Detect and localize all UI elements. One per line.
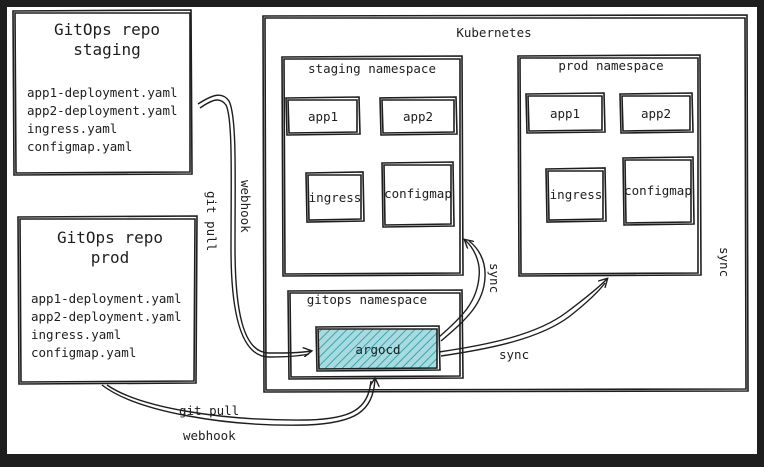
staging-app1-box: app1 <box>285 96 361 136</box>
edge-label-sync-staging: sync <box>487 263 502 293</box>
architecture-diagram: GitOps repo staging app1-deployment.yaml… <box>12 9 749 443</box>
prod-repo-box: GitOps repo prod app1-deployment.yaml ap… <box>17 215 198 385</box>
staging-configmap-box: configmap <box>381 161 455 228</box>
staging-file-3: configmap.yaml <box>27 139 132 154</box>
staging-ingress-box: ingress <box>305 171 365 223</box>
edge-staging-to-argocd-2 <box>199 99 310 358</box>
prod-configmap-label: configmap <box>624 183 692 198</box>
prod-ingress-box: ingress <box>545 167 607 223</box>
staging-app2-box: app2 <box>379 96 458 136</box>
argocd-box: argocd <box>315 325 441 372</box>
staging-ingress-label: ingress <box>309 190 362 205</box>
prod-namespace-title: prod namespace <box>558 58 663 73</box>
prod-app2-label: app2 <box>641 106 671 121</box>
prod-repo-title-line1: GitOps repo <box>57 228 163 247</box>
edge-prod-to-argocd-2 <box>106 380 372 421</box>
edge-argocd-to-staging-ns <box>438 240 480 338</box>
kubernetes-title: Kubernetes <box>456 25 531 40</box>
staging-file-1: app2-deployment.yaml <box>27 103 178 118</box>
edge-prod-to-argocd <box>101 379 375 426</box>
staging-namespace-title: staging namespace <box>308 61 436 76</box>
staging-repo-title-line1: GitOps repo <box>54 20 160 39</box>
argocd-label: argocd <box>355 342 400 357</box>
prod-ingress-label: ingress <box>550 187 603 202</box>
staging-namespace-box: staging namespace app1 app2 ingress conf… <box>281 55 464 277</box>
staging-configmap-label: configmap <box>384 186 452 201</box>
edge-argocd-to-prod-ns <box>438 279 607 353</box>
prod-file-2: ingress.yaml <box>31 327 121 342</box>
edge-argocd-to-prod-ns-2 <box>440 282 606 357</box>
gitops-namespace-box: gitops namespace argocd <box>287 289 464 380</box>
prod-file-3: configmap.yaml <box>31 345 136 360</box>
edge-label-git-pull-prod: git pull <box>179 403 239 418</box>
edge-argocd-to-staging-ns-2 <box>440 240 486 342</box>
prod-file-0: app1-deployment.yaml <box>31 291 182 306</box>
prod-app1-label: app1 <box>550 106 580 121</box>
prod-app2-box: app2 <box>619 92 694 134</box>
prod-repo-title-line2: prod <box>91 248 130 267</box>
prod-namespace-box: prod namespace app1 app2 ingress configm… <box>517 54 702 277</box>
kubernetes-cluster-box: Kubernetes <box>262 14 749 393</box>
edge-label-webhook-staging: webhook <box>238 180 253 233</box>
edge-label-sync-right: sync <box>717 247 732 277</box>
staging-file-2: ingress.yaml <box>27 121 117 136</box>
gitops-namespace-title: gitops namespace <box>307 292 427 307</box>
edge-staging-to-argocd <box>197 94 311 353</box>
prod-file-1: app2-deployment.yaml <box>31 309 182 324</box>
staging-repo-title-line2: staging <box>73 40 140 59</box>
staging-file-0: app1-deployment.yaml <box>27 85 178 100</box>
edge-label-sync-prod: sync <box>499 347 529 362</box>
prod-configmap-box: configmap <box>622 156 695 226</box>
diagram-canvas: GitOps repo staging app1-deployment.yaml… <box>7 7 757 454</box>
staging-app1-label: app1 <box>308 109 338 124</box>
edge-label-webhook-prod: webhook <box>183 428 236 443</box>
staging-repo-box: GitOps repo staging app1-deployment.yaml… <box>12 9 193 176</box>
staging-app2-label: app2 <box>403 109 433 124</box>
edge-label-git-pull-staging: git pull <box>204 191 219 251</box>
prod-app1-box: app1 <box>525 92 606 134</box>
